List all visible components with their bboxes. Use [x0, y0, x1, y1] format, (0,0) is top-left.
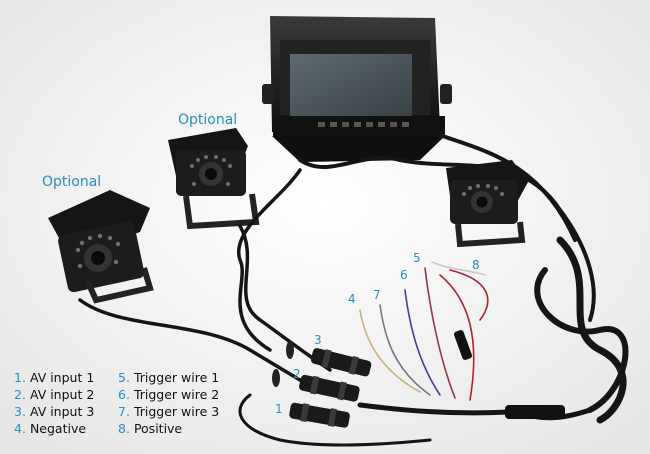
legend-item: 4.Negative	[14, 421, 87, 436]
av-connectors	[272, 341, 372, 428]
optional-label-left: Optional	[42, 174, 102, 190]
harness-connector	[505, 405, 565, 419]
wire-number-4: 4	[348, 292, 356, 306]
legend-item: 3.AV input 3	[14, 404, 95, 419]
camera-right	[446, 160, 528, 248]
wire-number-6: 6	[400, 268, 408, 282]
wire-number-1: 1	[275, 402, 283, 416]
wire-number-2: 2	[293, 367, 301, 381]
legend-item: 7.Trigger wire 3	[118, 404, 220, 419]
camera-middle	[168, 128, 260, 230]
legend-item: 5.Trigger wire 1	[118, 370, 220, 385]
trigger-wires	[359, 261, 489, 401]
optional-label-middle: Optional	[178, 112, 238, 128]
camera-left	[48, 190, 154, 304]
wire-number-3: 3	[314, 333, 322, 347]
legend-item: 2.AV input 2	[14, 387, 95, 402]
wire-number-8: 8	[472, 258, 480, 272]
monitor	[262, 16, 452, 162]
inline-fuse	[454, 330, 472, 360]
legend-item: 8.Positive	[118, 421, 183, 436]
legend-item: 6.Trigger wire 2	[118, 387, 220, 402]
wire-number-5: 5	[413, 251, 421, 265]
wire-number-7: 7	[373, 288, 381, 302]
legend-item: 1.AV input 1	[14, 370, 95, 385]
wiring-legend: 1.AV input 1 5.Trigger wire 1 2.AV input…	[14, 370, 248, 436]
